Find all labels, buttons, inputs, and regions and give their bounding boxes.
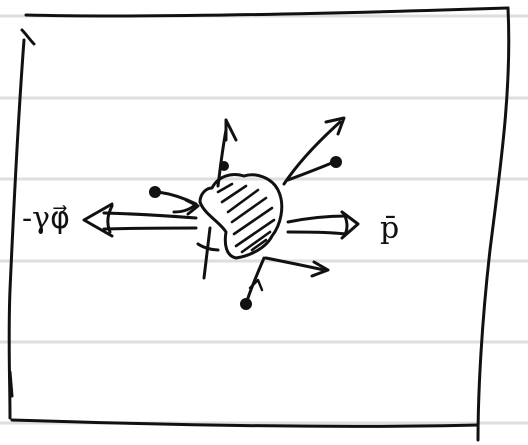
central-nucleus [198,173,284,260]
left-arrow-head-inner [106,204,114,234]
left-arrow-shaft-top [102,211,198,220]
right-arrow-shaft-bottom [286,230,348,236]
boundary-box [7,6,511,442]
nucleus-hatch [226,188,260,214]
box-left-tick [8,370,14,398]
left-particle-track [149,186,200,216]
upper-right-particle [330,156,342,168]
lower-particle [240,298,252,310]
right-momentum-label: p̄ [380,211,399,246]
nucleus-hatch [232,206,274,236]
nucleus-hatch [250,238,268,252]
right-arrow-head-inner [342,212,349,238]
lower-track-cross [196,242,220,252]
left-particle-arrowhead [184,198,200,216]
box-corner-hook [20,28,36,46]
ruled-paper-lines [0,14,528,425]
right-arrow-shaft-top [286,214,348,224]
box-bottom-edge [10,418,480,428]
upper-right-arrow-head [324,116,346,136]
right-momentum-arrow [286,210,360,240]
nucleus-hatch [234,218,276,248]
box-top-edge [24,6,510,18]
up-particle-track [216,118,238,188]
up-arrow-head [224,118,238,142]
nucleus-hatch [216,182,234,194]
upper-right-track-line [282,120,342,186]
up-particle [219,161,229,171]
lower-stem [246,256,266,300]
upper-right-particle-track [282,116,346,186]
lower-right-track [264,256,326,272]
nucleus-hatch [220,184,248,204]
lower-track-line [202,226,212,280]
box-right-edge [476,6,511,442]
lower-particle-arrow [248,278,264,292]
left-momentum-arrow [82,202,198,238]
right-arrow-head [340,210,360,240]
left-momentum-label: -γφ⃗ [22,201,70,236]
left-arrow-shaft-bottom [102,226,198,231]
lower-right-arrow-head [310,260,330,278]
lower-particle-track [196,226,330,310]
nucleus-hatch [240,230,272,254]
left-arrow-head [82,202,114,238]
nucleus-outline [198,173,284,260]
nucleus-hatch [230,196,268,224]
